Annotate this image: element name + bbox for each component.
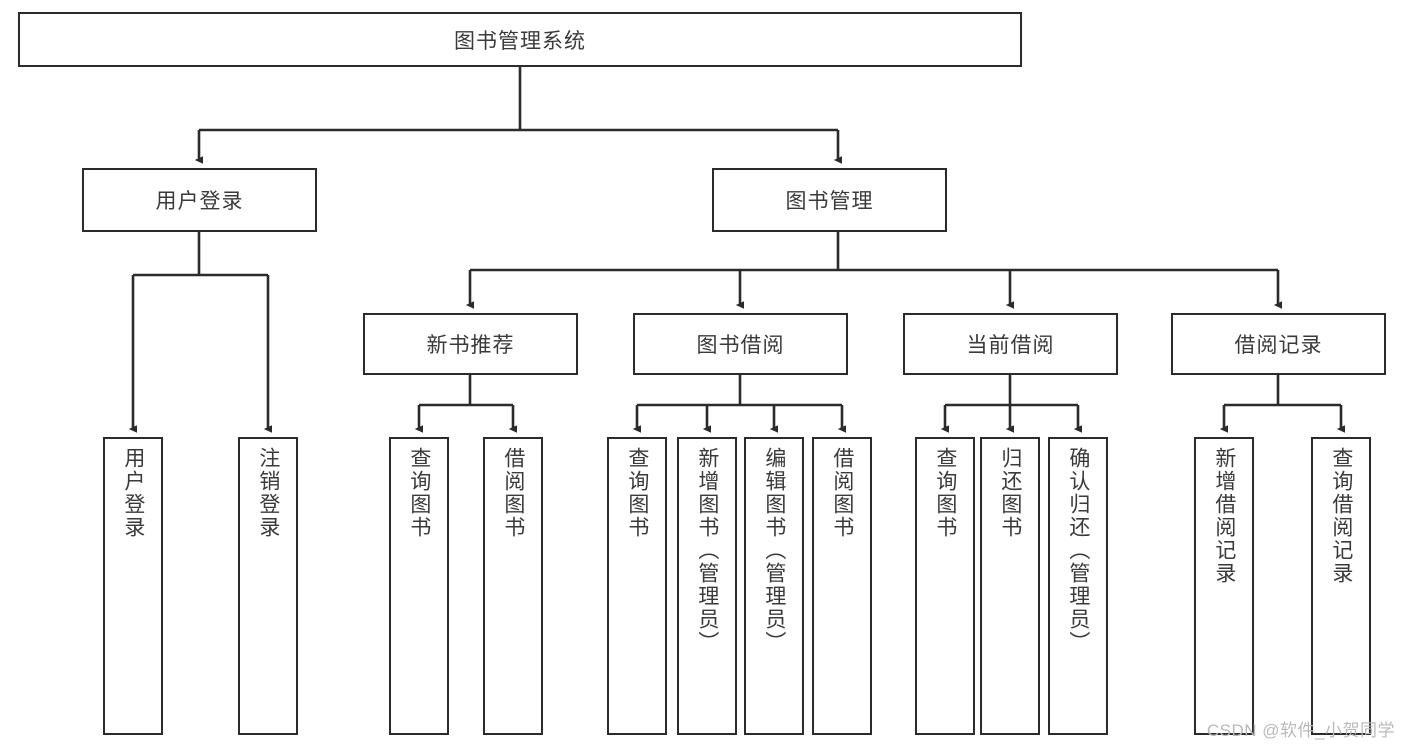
node-leaf-borrow-book-1[interactable]: 借阅图书: [483, 437, 543, 735]
node-root-label: 图书管理系统: [454, 29, 586, 53]
node-leaf-query-book-2[interactable]: 查询图书: [607, 437, 667, 735]
node-leaf-logout-login[interactable]: 注销登录: [238, 437, 298, 735]
node-leaf-return-book-label: 归还图书: [998, 447, 1022, 539]
node-leaf-borrow-book-1-label: 借阅图书: [501, 447, 525, 539]
node-leaf-query-book-1-label: 查询图书: [407, 447, 431, 539]
node-leaf-borrow-book-2[interactable]: 借阅图书: [812, 437, 872, 735]
node-book-borrow-label: 图书借阅: [696, 334, 785, 357]
node-book-borrow[interactable]: 图书借阅: [633, 313, 848, 375]
node-leaf-edit-book-label: 编辑图书（管理员）: [762, 447, 786, 654]
node-borrow-record-label: 借阅记录: [1234, 334, 1323, 357]
node-leaf-add-book[interactable]: 新增图书（管理员）: [677, 437, 737, 735]
node-current-borrow-label: 当前借阅: [966, 334, 1055, 357]
node-leaf-confirm-return-label: 确认归还（管理员）: [1066, 447, 1090, 654]
node-new-book-recommend-label: 新书推荐: [426, 334, 515, 357]
node-current-borrow[interactable]: 当前借阅: [903, 313, 1118, 375]
node-root[interactable]: 图书管理系统: [18, 12, 1022, 67]
node-leaf-return-book[interactable]: 归还图书: [980, 437, 1040, 735]
node-leaf-add-book-label: 新增图书（管理员）: [695, 447, 719, 654]
node-book-manage[interactable]: 图书管理: [712, 168, 947, 232]
node-borrow-record[interactable]: 借阅记录: [1171, 313, 1386, 375]
node-leaf-add-record[interactable]: 新增借阅记录: [1194, 437, 1254, 735]
node-leaf-logout-login-label: 注销登录: [256, 447, 280, 539]
watermark: CSDN @软件_小贺同学: [1206, 721, 1395, 740]
node-book-manage-label: 图书管理: [785, 190, 874, 213]
node-leaf-borrow-book-2-label: 借阅图书: [830, 447, 854, 539]
node-leaf-user-login[interactable]: 用户登录: [103, 437, 163, 735]
node-leaf-query-record-label: 查询借阅记录: [1329, 447, 1353, 585]
node-user-login-label: 用户登录: [155, 190, 244, 213]
node-leaf-edit-book[interactable]: 编辑图书（管理员）: [744, 437, 804, 735]
node-leaf-query-book-2-label: 查询图书: [625, 447, 649, 539]
node-leaf-confirm-return[interactable]: 确认归还（管理员）: [1048, 437, 1108, 735]
node-leaf-add-record-label: 新增借阅记录: [1212, 447, 1236, 585]
node-leaf-query-record[interactable]: 查询借阅记录: [1311, 437, 1371, 735]
node-leaf-query-book-3-label: 查询图书: [933, 447, 957, 539]
node-leaf-query-book-3[interactable]: 查询图书: [915, 437, 975, 735]
node-new-book-recommend[interactable]: 新书推荐: [363, 313, 578, 375]
node-leaf-user-login-label: 用户登录: [121, 447, 145, 539]
node-leaf-query-book-1[interactable]: 查询图书: [389, 437, 449, 735]
node-user-login[interactable]: 用户登录: [82, 168, 317, 232]
